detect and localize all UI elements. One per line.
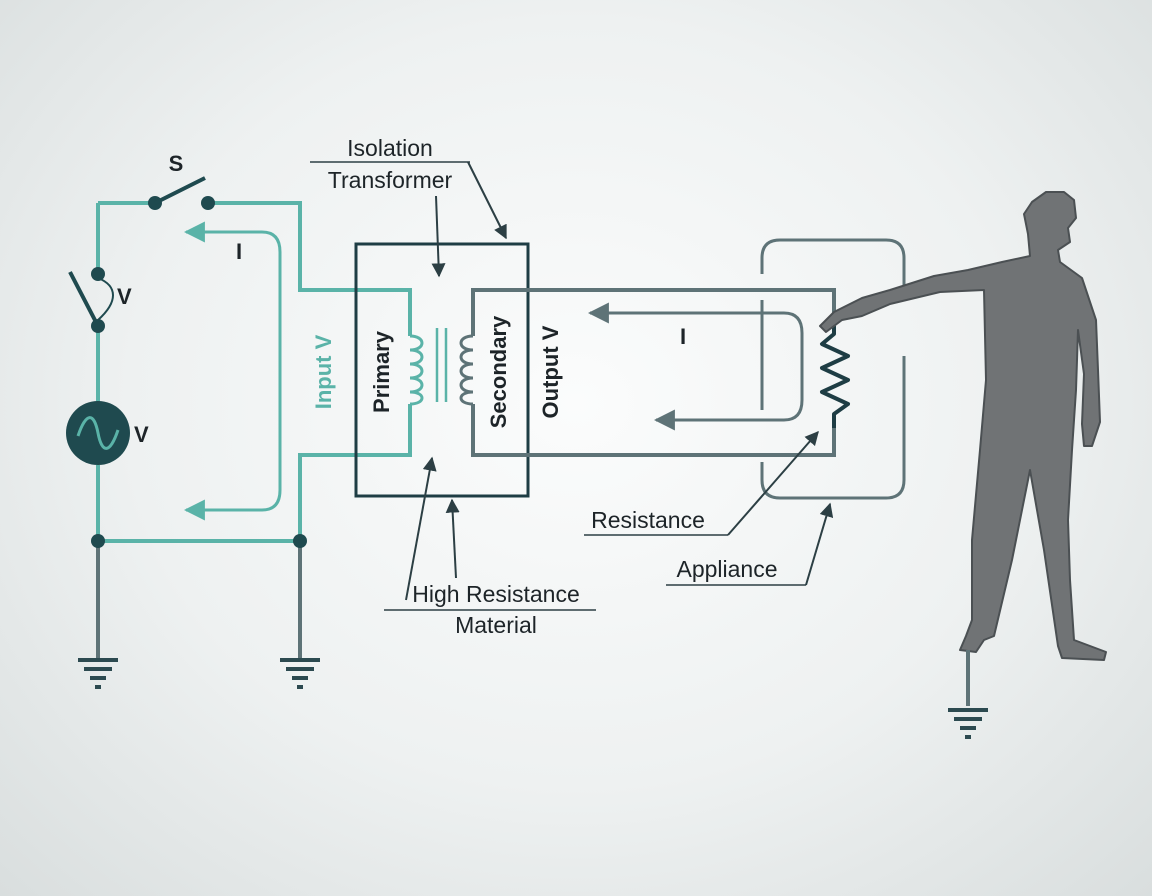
switch-voltage-label: V [117, 284, 132, 309]
ground-icon [78, 658, 118, 689]
ground-icon [948, 708, 988, 739]
resistance-label: Resistance [584, 430, 819, 536]
isolation-transformer: Primary Secondary [354, 195, 530, 601]
input-voltage-label: Input V [311, 334, 336, 409]
primary-coil-icon [409, 334, 424, 406]
appliance-label-text: Appliance [676, 556, 777, 582]
transformer-label-line1: Isolation [347, 135, 433, 161]
secondary-label: Secondary [486, 315, 511, 428]
input-current-loop: I [183, 221, 282, 521]
output-voltage-label: Output V [538, 325, 563, 418]
material-label: High Resistance Material [384, 581, 596, 638]
person-silhouette-icon [819, 191, 1107, 706]
primary-label: Primary [369, 330, 394, 413]
switch-v: V [68, 267, 132, 333]
transformer-label: Isolation Transformer [310, 135, 507, 240]
source-voltage-label: V [134, 422, 149, 447]
output-current-loop: I [587, 302, 804, 431]
secondary-coil-icon [459, 334, 474, 406]
switch-label: S [169, 151, 184, 176]
transformer-label-line2: Transformer [328, 167, 453, 193]
switch-s: S [148, 151, 215, 210]
ac-source-icon: V [66, 401, 149, 465]
input-current-label: I [236, 239, 242, 264]
appliance-housing [760, 238, 906, 500]
resistor-icon [820, 326, 850, 428]
material-label-line1: High Resistance [412, 581, 579, 607]
appliance-label: Appliance [666, 502, 834, 586]
ground-icon [280, 658, 320, 689]
resistance-label-text: Resistance [591, 507, 705, 533]
material-label-line2: Material [455, 612, 537, 638]
output-current-label: I [680, 324, 686, 349]
secondary-circuit: Output V [471, 288, 836, 457]
